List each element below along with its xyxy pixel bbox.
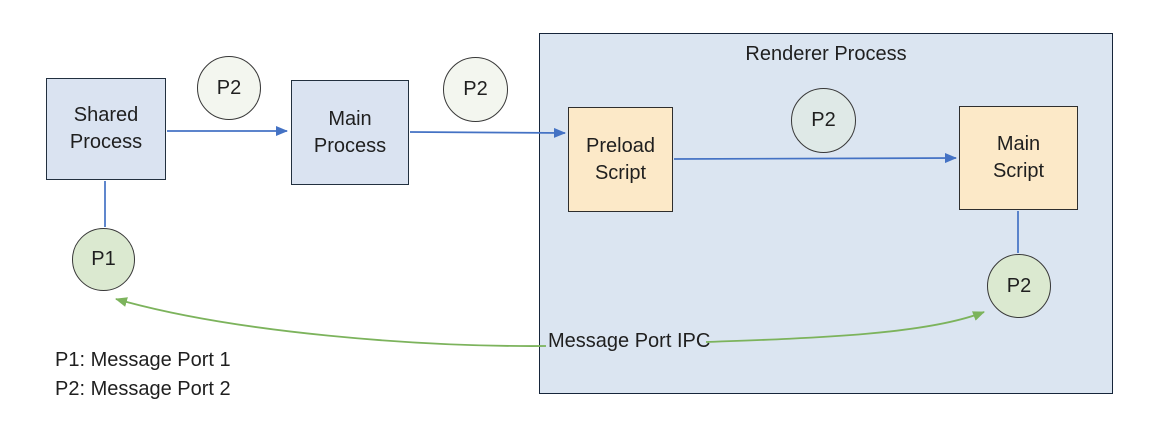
port-p1-shared: P1: [72, 228, 135, 291]
legend: P1: Message Port 1 P2: Message Port 2: [55, 346, 231, 404]
arrow-ipc-to-p1: [115, 297, 547, 347]
port-p2-main-to-preload: P2: [443, 57, 508, 122]
legend-line-2: P2: Message Port 2: [55, 378, 231, 400]
port-p2-main-to-preload-label: P2: [463, 78, 488, 100]
port-p2-shared-to-main: P2: [197, 56, 261, 120]
preload-script-label: Preload Script: [586, 134, 655, 184]
main-script-label: Main Script: [992, 133, 1045, 182]
port-p2-preload-to-main-script: P2: [791, 88, 856, 153]
message-port-ipc-label: Message Port IPC: [548, 330, 711, 352]
main-process-label: Main Process: [313, 107, 387, 157]
preload-script-node: Preload Script: [568, 107, 673, 212]
shared-process-label: Shared Process: [69, 104, 143, 153]
legend-line-1: P1: Message Port 1: [55, 349, 231, 371]
port-p2-main-script-label: P2: [1006, 274, 1032, 297]
shared-process-node: Shared Process: [46, 78, 166, 180]
port-p2-preload-to-main-script-label: P2: [811, 109, 836, 131]
port-p1-shared-label: P1: [91, 248, 116, 270]
renderer-process-title: Renderer Process: [745, 43, 907, 65]
port-p2-shared-to-main-label: P2: [216, 76, 242, 99]
main-process-node: Main Process: [291, 80, 409, 185]
main-script-node: Main Script: [959, 106, 1078, 210]
port-p2-main-script: P2: [987, 254, 1051, 318]
